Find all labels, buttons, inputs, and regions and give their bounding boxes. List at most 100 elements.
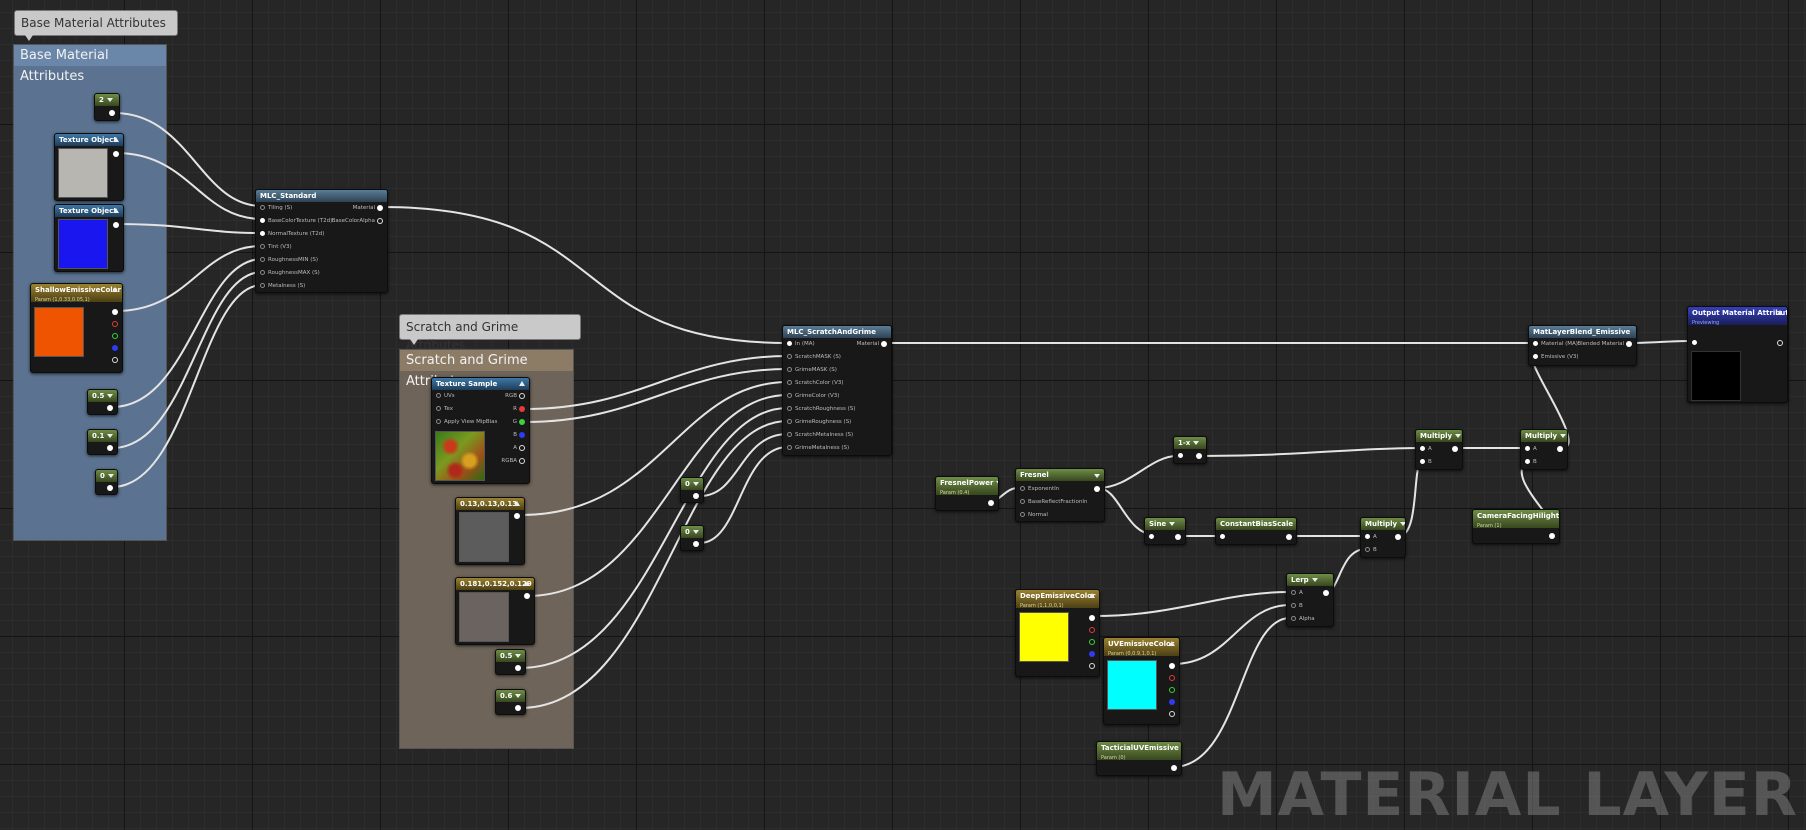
input-a-pin[interactable]: A [1525, 445, 1537, 453]
input-scratch-roughness-pin[interactable]: ScratchRoughness (S) [787, 405, 855, 413]
input-scratch-metalness-pin[interactable]: ScratchMetalness (S) [787, 431, 853, 439]
fresnel-node[interactable]: Fresnel ExponentIn BaseReflectFractionIn… [1015, 468, 1105, 522]
multiply-node-2[interactable]: Multiply A B [1415, 429, 1463, 470]
color-constant-node-a[interactable]: 0.13,0.13,0.13 [455, 497, 525, 565]
deep-emissive-swatch [1019, 612, 1069, 662]
lerp-node[interactable]: Lerp A B Alpha [1286, 573, 1334, 627]
input-b-pin[interactable]: B [1525, 458, 1537, 466]
collapse-arrow-icon[interactable] [519, 381, 525, 386]
sine-node[interactable]: Sine [1144, 517, 1186, 545]
collapse-arrow-icon[interactable] [113, 137, 119, 142]
output-r-pin[interactable]: R [513, 405, 525, 413]
collapse-arrow-icon[interactable] [1169, 641, 1175, 646]
constant-node-0-b[interactable]: 0 [680, 477, 704, 503]
constant-node-2[interactable]: 2 [94, 93, 120, 121]
texture-object-node-1[interactable]: Texture Object [54, 133, 124, 201]
constant-bias-scale-node[interactable]: ConstantBiasScale [1215, 517, 1297, 545]
constant-node-0-5-b[interactable]: 0.5 [495, 649, 526, 675]
color-constant-node-b[interactable]: 0.181,0.152,0.129 [455, 577, 535, 645]
input-material-pin[interactable]: Material (MA) [1533, 340, 1578, 348]
output-preview [1691, 351, 1741, 401]
texture-preview-gray [58, 148, 108, 198]
input-alpha-pin[interactable]: Alpha [1291, 615, 1315, 623]
input-scratch-mask-pin[interactable]: ScratchMASK (S) [787, 353, 841, 361]
input-b-pin[interactable]: B [1420, 458, 1432, 466]
multiply-node-3[interactable]: Multiply A B [1520, 429, 1568, 470]
input-base-reflect-pin[interactable]: BaseReflectFractionIn [1020, 498, 1087, 506]
output-material-pin[interactable]: Material [857, 340, 888, 348]
constant-node-0-5[interactable]: 0.5 [87, 389, 118, 415]
output-basecolor-alpha-pin[interactable]: BaseColorAlpha [332, 217, 384, 225]
constant-header: 0.6 [496, 690, 525, 702]
output-blended-material-pin[interactable]: Blended Material [1577, 340, 1632, 348]
collapse-arrow-icon[interactable] [112, 287, 118, 292]
collapse-arrow-icon[interactable] [1777, 310, 1783, 315]
input-emissive-pin[interactable]: Emissive (V3) [1533, 353, 1579, 361]
mlc-standard-node[interactable]: MLC_Standard Tiling (S) BaseColorTexture… [255, 189, 388, 293]
input-in-ma-pin[interactable]: In (MA) [787, 340, 815, 348]
input-tiling-pin[interactable]: Tiling (S) [260, 204, 292, 212]
multiply-header: Multiply [1521, 430, 1567, 442]
fresnel-header: Fresnel [1016, 469, 1104, 481]
matlayer-blend-emissive-node[interactable]: MatLayerBlend_Emissive Material (MA) Emi… [1528, 325, 1637, 366]
input-tex-pin[interactable]: Tex [436, 405, 453, 413]
texture-object-node-2[interactable]: Texture Object [54, 204, 124, 272]
base-comment-title: Base Material Attributes [14, 45, 166, 84]
constant-node-0-1[interactable]: 0.1 [87, 429, 118, 455]
texture-object-header: Texture Object [55, 134, 123, 146]
scratch-comment-callout[interactable]: Scratch and Grime Attributes [399, 314, 581, 352]
input-a-pin[interactable]: A [1291, 589, 1303, 597]
output-b-pin[interactable]: B [513, 431, 525, 439]
input-roughness-min-pin[interactable]: RoughnessMIN (S) [260, 256, 318, 264]
input-exponent-pin[interactable]: ExponentIn [1020, 485, 1059, 493]
collapse-arrow-icon[interactable] [524, 581, 530, 586]
function-header: MLC_ScratchAndGrime [783, 326, 891, 338]
one-minus-node[interactable]: 1-x [1173, 436, 1207, 464]
output-rgb-pin[interactable]: RGB [505, 392, 525, 400]
input-metalness-pin[interactable]: Metalness (S) [260, 282, 305, 290]
constant-node-0-6[interactable]: 0.6 [495, 689, 526, 715]
param-subtitle: Param (0,0.9,1,0.1) [1108, 651, 1157, 656]
collapse-arrow-icon[interactable] [1094, 474, 1100, 478]
collapse-arrow-icon[interactable] [514, 501, 520, 506]
input-a-pin[interactable]: A [1420, 445, 1432, 453]
input-b-pin[interactable]: B [1365, 546, 1377, 554]
mlc-scratch-and-grime-node[interactable]: MLC_ScratchAndGrime In (MA) ScratchMASK … [782, 325, 892, 456]
output-g-pin[interactable]: G [513, 418, 526, 426]
input-normal-texture-pin[interactable]: NormalTexture (T2d) [260, 230, 324, 238]
input-b-pin[interactable]: B [1291, 602, 1303, 610]
input-uvs-pin[interactable]: UVs [436, 392, 455, 400]
input-grime-roughness-pin[interactable]: GrimeRoughness (S) [787, 418, 851, 426]
input-mipbias-pin[interactable]: Apply View MipBias [436, 418, 497, 426]
base-comment-callout[interactable]: Base Material Attributes [14, 10, 178, 41]
output-a-pin[interactable]: A [513, 444, 525, 452]
texture-sample-node[interactable]: Texture Sample UVs Tex Apply View MipBia… [431, 377, 530, 484]
output-material-pin[interactable]: Material [353, 204, 384, 212]
constant-node-0[interactable]: 0 [95, 469, 118, 495]
multiply-node-1[interactable]: Multiply A B [1360, 517, 1406, 558]
input-tint-pin[interactable]: Tint (V3) [260, 243, 292, 251]
constant-node-0-c[interactable]: 0 [680, 525, 704, 551]
input-grime-metalness-pin[interactable]: GrimeMetalness (S) [787, 444, 849, 452]
input-grime-mask-pin[interactable]: GrimeMASK (S) [787, 366, 837, 374]
input-scratch-color-pin[interactable]: ScratchColor (V3) [787, 379, 843, 387]
collapse-arrow-icon[interactable] [1089, 593, 1095, 598]
bias-scale-header: ConstantBiasScale [1216, 518, 1296, 530]
material-layer-watermark: MATERIAL LAYER [1216, 760, 1798, 830]
collapse-arrow-icon[interactable] [113, 208, 119, 213]
input-roughness-max-pin[interactable]: RoughnessMAX (S) [260, 269, 320, 277]
input-a-pin[interactable]: A [1365, 533, 1377, 541]
input-grime-color-pin[interactable]: GrimeColor (V3) [787, 392, 839, 400]
input-normal-pin[interactable]: Normal [1020, 511, 1048, 519]
output-rgba-pin[interactable]: RGBA [501, 457, 525, 465]
input-basecolor-texture-pin[interactable]: BaseColorTexture (T2d) [260, 217, 332, 225]
